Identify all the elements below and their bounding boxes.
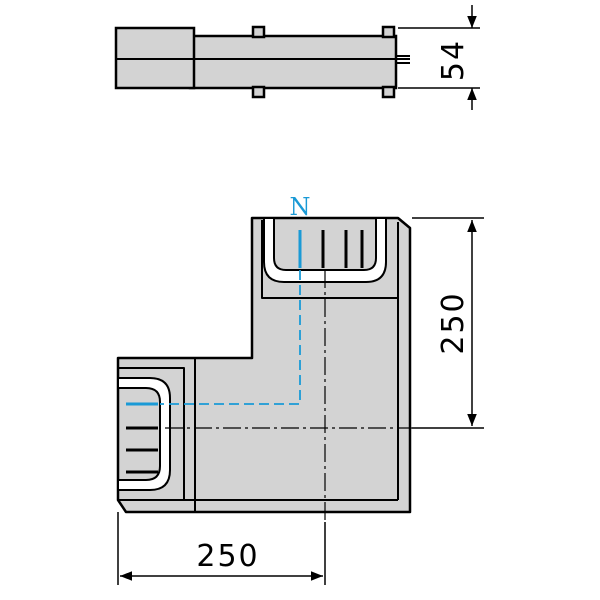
top-view-housing (188, 34, 398, 90)
dimension-horizontal-label: 250 (196, 539, 259, 574)
dimension-vertical-label: 250 (436, 291, 471, 354)
top-view-tab-top-right (381, 25, 396, 39)
neutral-path (160, 270, 301, 405)
vertical-leg-opening (263, 217, 387, 283)
top-view-tab-top-left (251, 25, 266, 39)
top-view-tab-bottom-left (251, 85, 266, 99)
dimension-vertical-250 (412, 217, 484, 429)
center-lines (165, 270, 412, 522)
plan-view (116, 216, 412, 514)
elbow-body (116, 216, 412, 514)
neutral-label: N (290, 193, 311, 221)
vertical-conductors (298, 230, 364, 268)
top-view (114, 25, 410, 99)
horizontal-leg-opening (117, 377, 171, 491)
dimension-54 (398, 5, 480, 110)
vertical-leg-frame (261, 220, 399, 299)
dimension-horizontal-250 (117, 512, 326, 585)
horizontal-conductors (126, 402, 158, 474)
top-view-tab-bottom-right (381, 85, 396, 99)
dimension-54-label: 54 (436, 39, 471, 81)
